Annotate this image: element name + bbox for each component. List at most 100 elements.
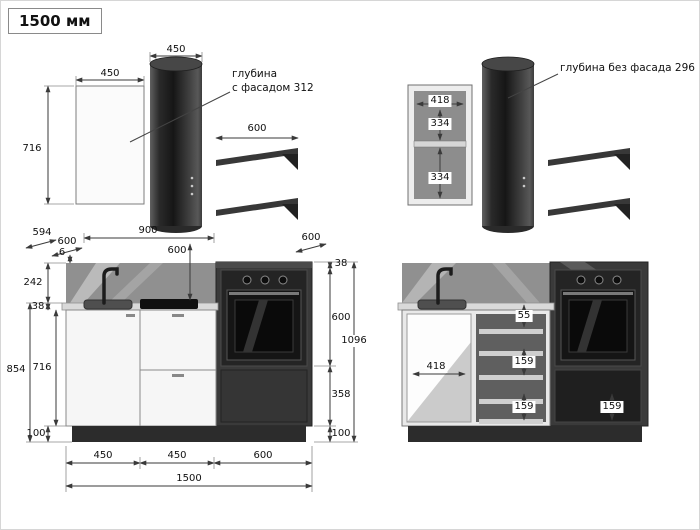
- dim-label-inner-width: 418: [424, 361, 448, 373]
- dim-label-oven-lower: 159: [600, 401, 624, 413]
- hood-cylinder: [150, 64, 202, 226]
- dim-label-carcass-width: 418: [428, 95, 452, 107]
- hood-cylinder-right: [482, 64, 534, 226]
- right-lower-view: [397, 261, 649, 442]
- dim-label-counter-thickness: 38: [31, 301, 45, 312]
- column-lower-front: [220, 369, 308, 423]
- hood-cylinder-bottom: [150, 226, 202, 233]
- oven-knob: [594, 275, 604, 285]
- dim-label-carcass-lower: 334: [428, 172, 452, 184]
- depth-note-right: глубина без фасада 296: [560, 62, 695, 74]
- hood-indicator-light: [190, 176, 194, 180]
- plinth-right-view: [408, 426, 642, 442]
- drawer-handle: [172, 314, 184, 317]
- hood-cylinder-right-top: [481, 56, 535, 72]
- dim-label-side-total: 854: [6, 364, 26, 375]
- wall-shelf-right-2: [548, 198, 630, 216]
- dim-label-plinth: 100: [26, 428, 46, 439]
- oven-glass-reflection: [577, 300, 602, 352]
- shelf-bracket-right-2: [614, 204, 630, 220]
- dim-label-hood-gap: 600: [167, 245, 187, 256]
- dim-label-plinth-right: 100: [331, 428, 351, 439]
- dim-label-shelf-width: 600: [247, 123, 267, 134]
- wall-reflection: [70, 263, 120, 303]
- oven-knob: [612, 275, 622, 285]
- shelf-bracket-2: [282, 204, 298, 220]
- dim-label-wall-cabinet-height: 716: [22, 143, 42, 154]
- oven-column-top-trim: [216, 262, 312, 268]
- dim-label-oven-zone: 600: [331, 312, 351, 323]
- oven-handle-right: [563, 292, 633, 295]
- depth-dim: [25, 239, 57, 249]
- dim-label-gap-top: 55: [515, 310, 533, 322]
- dim-label-depth: 594: [32, 227, 52, 238]
- dim-label-wall-cabinet-width: 450: [100, 68, 120, 79]
- column-open-compartment: [554, 369, 642, 423]
- oven-knob: [242, 275, 252, 285]
- drawer-handle: [172, 374, 184, 377]
- hood-indicator-light: [522, 176, 526, 180]
- dim-label-drawer-b: 159: [512, 401, 536, 413]
- right-upper-view: [407, 56, 630, 233]
- drawer-rail: [479, 329, 543, 334]
- dim-label-seg2: 450: [167, 450, 187, 461]
- wall-cabinet-facade: [75, 85, 145, 205]
- drawer-rail: [479, 351, 543, 356]
- oven-glass-reflection: [243, 300, 268, 352]
- depth-note-right-leader: [507, 73, 559, 99]
- shelf-bracket-right-1: [614, 154, 630, 170]
- wall-reflection: [108, 263, 163, 303]
- dim-label-overhang: 6: [58, 247, 66, 258]
- dim-label-column-depth: 600: [301, 232, 321, 243]
- hood-indicator-light: [190, 184, 194, 188]
- drawer-rail: [479, 399, 543, 404]
- left-lower-view: [25, 233, 358, 492]
- base-cabinets: [65, 309, 217, 427]
- left-upper-view: [44, 52, 299, 233]
- oven-knob: [576, 275, 586, 285]
- interior-shadow: [407, 342, 471, 422]
- hood-indicator-light: [522, 184, 526, 188]
- door-handle: [126, 314, 135, 317]
- wall-shelf-2: [216, 198, 298, 216]
- hood-cylinder-top: [149, 56, 203, 72]
- hood-cylinder-right-bottom: [482, 226, 534, 233]
- column-depth-dim: [295, 243, 327, 253]
- depth-note-line1: глубина: [232, 68, 278, 80]
- title-badge: 1500 мм: [8, 8, 102, 34]
- hood-indicator-light: [190, 192, 194, 196]
- dim-label-upstand: 242: [23, 277, 43, 288]
- wall-reflection: [492, 263, 540, 303]
- oven-knob: [260, 275, 270, 285]
- dim-label-drawer-a: 159: [512, 356, 536, 368]
- faucet: [102, 267, 119, 305]
- oven-knob: [278, 275, 288, 285]
- wall-cabinet-shelf: [413, 140, 467, 148]
- dim-label-base-height: 716: [32, 362, 52, 373]
- dim-label-span: 900: [138, 225, 158, 236]
- shelf-bracket-1: [282, 154, 298, 170]
- dim-label-total-width: 1500: [176, 473, 202, 484]
- hob: [140, 299, 198, 309]
- dim-label-carcass-upper: 334: [428, 118, 452, 130]
- dim-label-hood-width: 450: [166, 44, 186, 55]
- sink-right: [417, 299, 467, 310]
- wall-reflection: [402, 263, 456, 303]
- sink: [83, 299, 133, 310]
- drawer-rail: [479, 375, 543, 380]
- oven-handle: [229, 292, 299, 295]
- dim-label-lower-zone: 358: [331, 389, 351, 400]
- left-width-dim: [51, 247, 83, 257]
- dim-label-seg3: 600: [253, 450, 273, 461]
- dim-label-left-width: 600: [57, 236, 77, 247]
- plinth: [72, 426, 306, 442]
- dim-label-full-height: 1096: [339, 335, 369, 347]
- page-title: 1500 мм: [19, 12, 91, 30]
- drawer-rail: [479, 419, 543, 424]
- depth-note-line2: с фасадом 312: [232, 82, 314, 94]
- depth-note-leader: [129, 91, 231, 143]
- faucet-right: [436, 267, 453, 305]
- wall-shelf-right-1: [548, 148, 630, 166]
